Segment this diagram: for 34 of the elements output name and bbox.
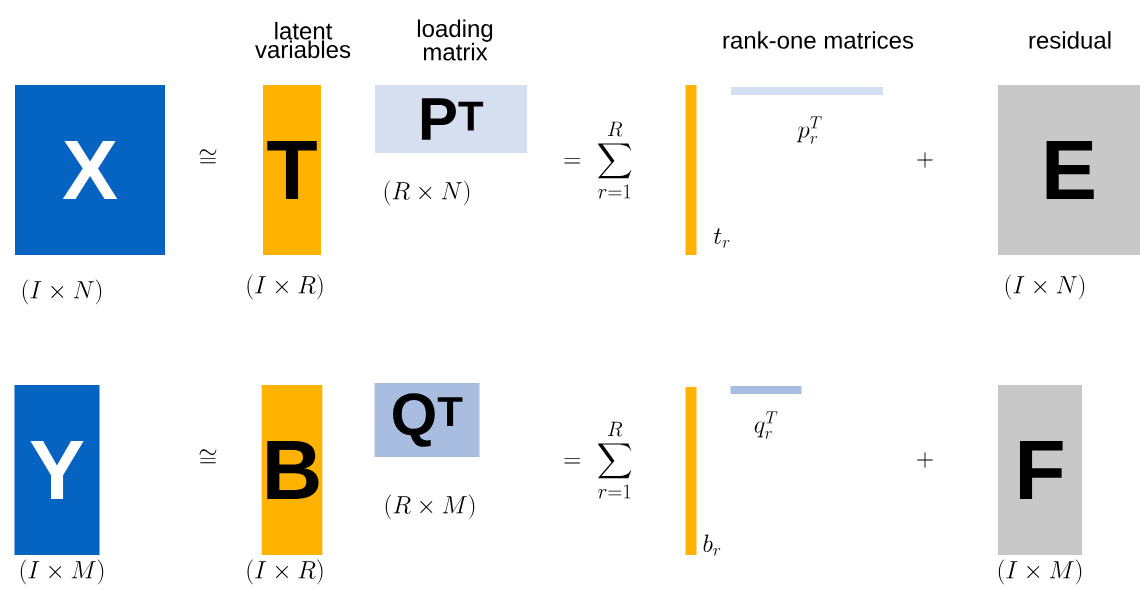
vector-bar — [730, 386, 802, 394]
vector-label: $t_r$ — [713, 228, 730, 248]
dimension-label: $(I\times R)$ — [247, 274, 323, 300]
column-heading: latent variables — [255, 21, 351, 59]
vector-label: $q_r^T$ — [754, 411, 778, 439]
dimension-label: $(R\times M)$ — [385, 494, 475, 520]
dimension-label: $(I\times N)$ — [1005, 274, 1085, 300]
matrix-block: T — [263, 85, 321, 255]
matrix-block: P$^{T}$ — [375, 85, 527, 153]
sum-formula: $=\sum_{r=1}^{R}$ — [564, 421, 632, 499]
vector-label: $p_r^T$ — [796, 116, 822, 144]
vector-label: $b_r$ — [703, 534, 721, 556]
operator-symbol: $\cong$ — [199, 149, 217, 164]
dimension-label: $(R\times N)$ — [384, 180, 470, 206]
vector-bar — [685, 85, 697, 255]
operator-symbol: $\cong$ — [199, 449, 217, 464]
column-heading: loading matrix — [417, 19, 493, 61]
vector-bar — [731, 87, 883, 95]
matrix-block: B — [261, 385, 323, 555]
operator-symbol: $+$ — [917, 152, 933, 168]
dimension-label: $(I\times R)$ — [247, 559, 323, 585]
sum-formula: $=\sum_{r=1}^{R}$ — [564, 121, 632, 199]
vector-bar — [685, 387, 697, 555]
matrix-block: F — [998, 385, 1082, 555]
matrix-block: E — [998, 85, 1140, 255]
matrix-block: Q$^{T}$ — [374, 383, 480, 457]
matrix-block: Y — [14, 385, 100, 555]
column-heading: residual — [1029, 31, 1111, 49]
dimension-label: $(I\times N)$ — [22, 279, 102, 305]
dimension-label: $(I\times M)$ — [998, 559, 1082, 585]
operator-symbol: $+$ — [917, 452, 933, 468]
matrix-block: X — [15, 85, 165, 255]
column-heading: rank-one matrices — [723, 31, 914, 49]
dimension-label: $(I\times M)$ — [20, 559, 104, 585]
